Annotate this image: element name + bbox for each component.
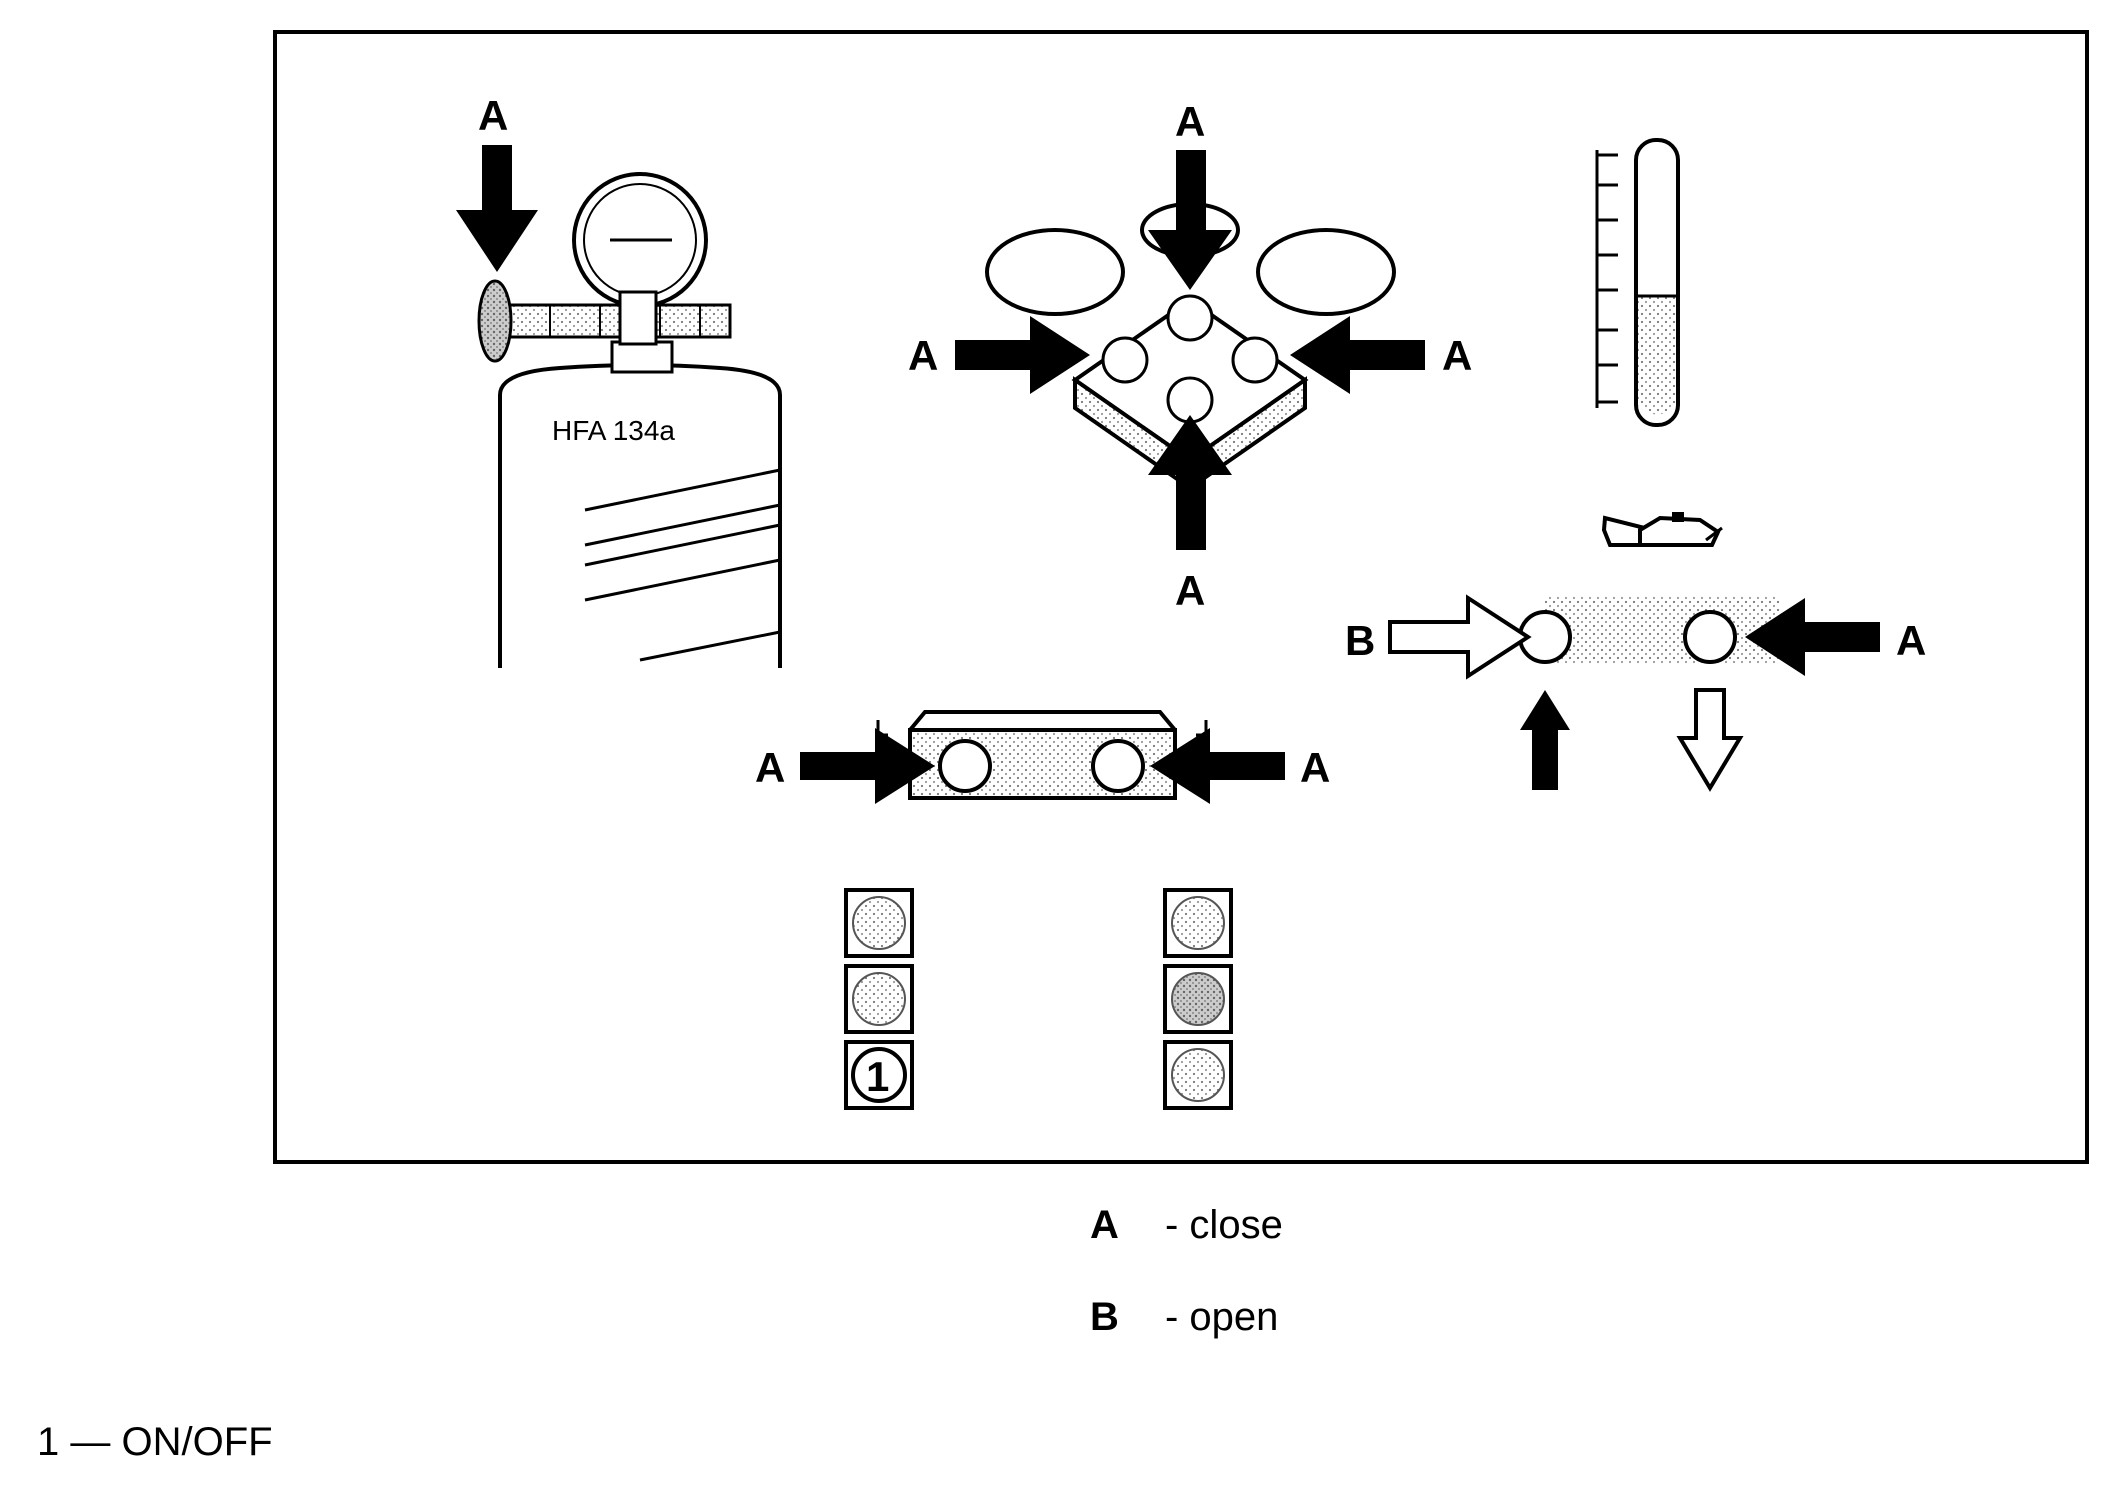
callout-arrow-a: A bbox=[1745, 598, 1926, 676]
refrigerant-cylinder: HFA 134a bbox=[498, 340, 782, 668]
flow-out-arrow-icon bbox=[1676, 688, 1744, 792]
cylinder-label: HFA 134a bbox=[552, 415, 675, 446]
flow-in-arrow-icon bbox=[1520, 690, 1570, 790]
legend-key: B bbox=[1090, 1295, 1119, 1339]
button-column-left: 1 bbox=[844, 888, 914, 1110]
svg-text:A: A bbox=[1896, 617, 1926, 664]
on-off-number: 1 bbox=[866, 1053, 889, 1100]
svg-text:A: A bbox=[1300, 744, 1330, 791]
callout-arrow-a: A bbox=[1150, 728, 1330, 804]
svg-text:A: A bbox=[1442, 332, 1472, 379]
valve-block bbox=[876, 710, 1208, 800]
legend-description: - open bbox=[1165, 1295, 1279, 1339]
svg-text:A: A bbox=[1175, 98, 1205, 145]
oil-can-icon bbox=[1601, 512, 1723, 547]
refrigerant-service-diagram: HFA 134a A A bbox=[273, 30, 2089, 1164]
legend-key: A bbox=[1090, 1203, 1119, 1247]
callout-arrow-b: B bbox=[1345, 594, 1532, 680]
callout-arrow-a: A bbox=[1148, 98, 1232, 290]
footnote: 1 — ON/OFF bbox=[37, 1420, 273, 1464]
callout-arrow-a: A bbox=[456, 92, 538, 272]
button-column-right bbox=[1163, 888, 1233, 1110]
valve-knob-icon bbox=[477, 279, 513, 363]
legend-row-b: B - open bbox=[1090, 1295, 1278, 1340]
legend-description: - close bbox=[1165, 1203, 1283, 1247]
callout-arrow-a: A bbox=[1290, 316, 1472, 394]
level-sight-glass bbox=[1595, 138, 1680, 427]
callout-arrow-a: A bbox=[755, 728, 935, 804]
callout-arrow-a: A bbox=[1148, 415, 1232, 614]
oil-flow-valves bbox=[1518, 596, 1780, 664]
callout-arrow-a: A bbox=[908, 316, 1090, 394]
pressure-gauge bbox=[477, 172, 732, 363]
svg-text:A: A bbox=[908, 332, 938, 379]
legend-row-a: A - close bbox=[1090, 1203, 1283, 1248]
svg-text:B: B bbox=[1345, 617, 1375, 664]
svg-text:A: A bbox=[755, 744, 785, 791]
svg-text:A: A bbox=[478, 92, 508, 139]
diagram-frame bbox=[273, 30, 2089, 1164]
svg-text:A: A bbox=[1175, 567, 1205, 614]
